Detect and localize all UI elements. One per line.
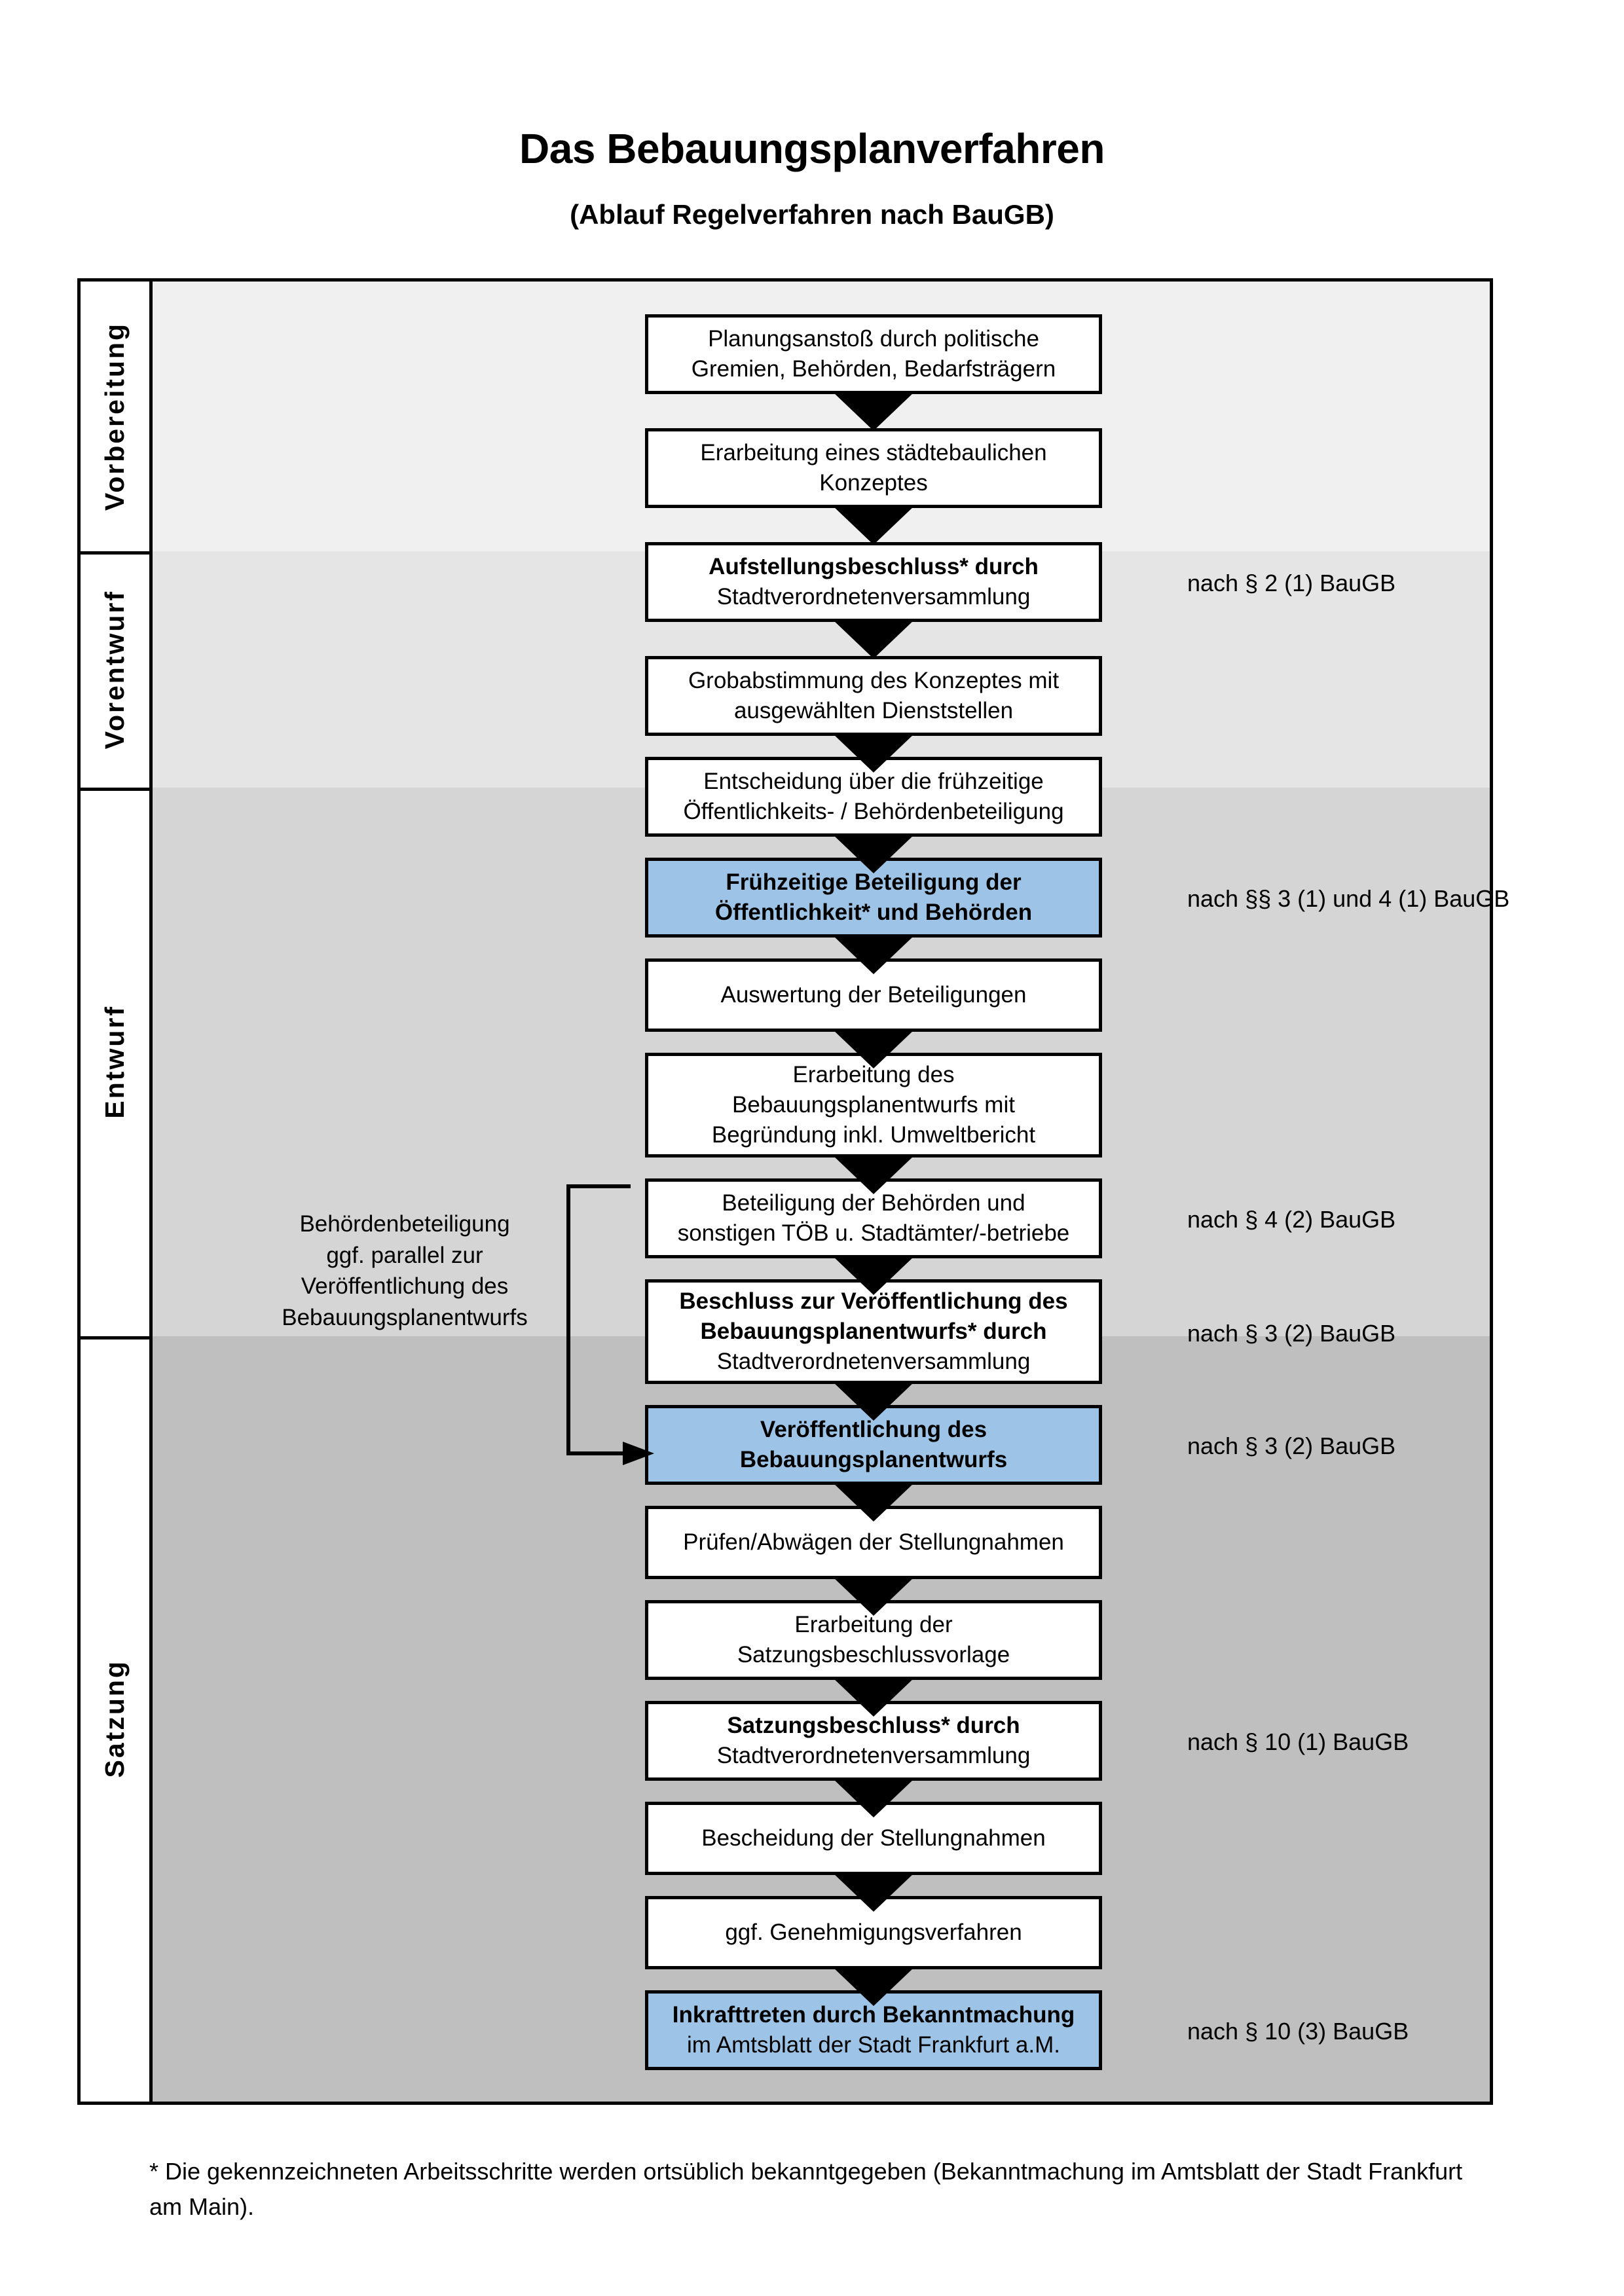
box-line: Planungsanstoß durch politische (708, 325, 1039, 352)
flow-arrow-down (832, 1256, 915, 1295)
box-line-bold: Öffentlichkeit* und Behörden (714, 900, 1033, 925)
section-label-text: Vorbereitung (100, 321, 130, 511)
box-line: Entscheidung über die frühzeitige (703, 768, 1044, 794)
box-line-bold: Aufstellungsbeschluss* durch (709, 553, 1039, 579)
process-box[interactable]: Aufstellungsbeschluss* durch Stadtverord… (645, 542, 1102, 622)
box-line: Satzungsbeschlussvorlage (737, 1642, 1010, 1667)
box-line: sonstigen TÖB u. Stadtämter/-betriebe (677, 1220, 1070, 1246)
box-line: Erarbeitung der (794, 1611, 953, 1637)
flow-arrow-down (832, 392, 915, 431)
side-note-line: ggf. parallel zur (326, 1242, 483, 1268)
flow-arrow-down (832, 1967, 915, 2006)
box-line: Prüfen/Abwägen der Stellungnahmen (683, 1529, 1064, 1555)
flow-arrow-down (832, 1029, 915, 1068)
box-line-bold: Bebauungsplanentwurfs (739, 1447, 1008, 1472)
law-note: nach § 10 (3) BauGB (1187, 2018, 1409, 2045)
side-note-line: Bebauungsplanentwurfs (282, 1304, 528, 1330)
flow-arrow-down (832, 1778, 915, 1817)
box-line: Grobabstimmung des Konzeptes mit (688, 667, 1060, 693)
flow-arrow-down (832, 1872, 915, 1912)
law-note: nach § 2 (1) BauGB (1187, 570, 1396, 596)
law-note: nach § 3 (2) BauGB (1187, 1432, 1396, 1459)
box-line: Stadtverordnetenversammlung (716, 584, 1031, 610)
footnote: * Die gekennzeichneten Arbeitsschritte w… (149, 2158, 1463, 2220)
box-line: ausgewählten Dienststellen (733, 698, 1014, 723)
section-label-entwurf: Entwurf (81, 788, 149, 1336)
box-line-bold: Veröffentlichung des (760, 1416, 987, 1442)
box-line-bold: Bebauungsplanentwurfs* durch (700, 1318, 1047, 1344)
section-separator (81, 1336, 149, 1339)
box-line: Bescheidung der Stellungnahmen (701, 1825, 1046, 1851)
box-line: Begründung inkl. Umweltbericht (711, 1122, 1036, 1148)
label-column-divider (149, 282, 153, 2102)
law-note: nach § 10 (1) BauGB (1187, 1728, 1409, 1755)
process-box[interactable]: Planungsanstoß durch politische Gremien,… (645, 314, 1102, 394)
process-box[interactable]: Erarbeitung des Bebauungsplanentwurfs mi… (645, 1053, 1102, 1157)
title-block: Das Bebauungsplanverfahren (Ablauf Regel… (0, 0, 1624, 230)
box-line: Gremien, Behörden, Bedarfsträgern (691, 356, 1056, 382)
flow-arrow-down (832, 834, 915, 873)
side-note-line: Veröffentlichung des (301, 1273, 509, 1300)
flow-arrow-down (832, 1677, 915, 1717)
flow-arrow-down (832, 733, 915, 773)
section-label-vorbereitung: Vorbereitung (81, 282, 149, 551)
box-line: Auswertung der Beteiligungen (720, 981, 1027, 1008)
flow-arrow-down (832, 1482, 915, 1522)
box-line: Stadtverordnetenversammlung (716, 1349, 1031, 1375)
box-line: Stadtverordnetenversammlung (716, 1743, 1031, 1768)
page-subtitle: (Ablauf Regelverfahren nach BauGB) (570, 199, 1054, 230)
box-line: Konzeptes (819, 470, 928, 496)
law-note: nach § 4 (2) BauGB (1187, 1206, 1396, 1233)
section-separator (81, 551, 149, 555)
section-label-text: Entwurf (100, 1005, 130, 1119)
box-line: Öffentlichkeits- / Behördenbeteiligung (683, 799, 1064, 824)
box-line: ggf. Genehmigungsverfahren (725, 1919, 1022, 1945)
flowchart-frame: Vorbereitung Vorentwurf Entwurf Satzung … (77, 278, 1509, 2105)
box-line-bold: Satzungsbeschluss* durch (727, 1712, 1020, 1738)
flow-arrow-down (832, 1576, 915, 1616)
bracket-connector-arrow (566, 1184, 654, 1465)
box-line: Erarbeitung eines städtebaulichen (700, 439, 1047, 465)
law-note: nach §§ 3 (1) und 4 (1) BauGB (1187, 885, 1510, 912)
flow-arrow-down (832, 505, 915, 545)
flow-arrow-down (832, 1155, 915, 1194)
section-label-text: Satzung (100, 1660, 130, 1778)
side-note-line: Behördenbeteiligung (299, 1211, 510, 1237)
box-line-bold: Inkrafttreten durch Bekanntmachung (672, 2001, 1075, 2028)
flow-arrow-down (832, 619, 915, 659)
box-line-bold: Frühzeitige Beteiligung der (726, 869, 1022, 895)
side-note-behoerdenbeteiligung: Behördenbeteiligung ggf. parallel zur Ve… (244, 1209, 565, 1333)
section-separator (81, 788, 149, 791)
box-line: Beteiligung der Behörden und (722, 1190, 1025, 1216)
law-note: nach § 3 (2) BauGB (1187, 1320, 1396, 1347)
section-label-text: Vorentwurf (100, 589, 130, 750)
box-line: Bebauungsplanentwurfs mit (732, 1091, 1015, 1118)
page-title: Das Bebauungsplanverfahren (519, 125, 1105, 172)
section-label-vorentwurf: Vorentwurf (81, 551, 149, 788)
section-label-satzung: Satzung (81, 1336, 149, 2102)
flow-arrow-down (832, 1381, 915, 1421)
flow-arrow-down (832, 935, 915, 974)
box-line: im Amtsblatt der Stadt Frankfurt a.M. (687, 2032, 1060, 2058)
